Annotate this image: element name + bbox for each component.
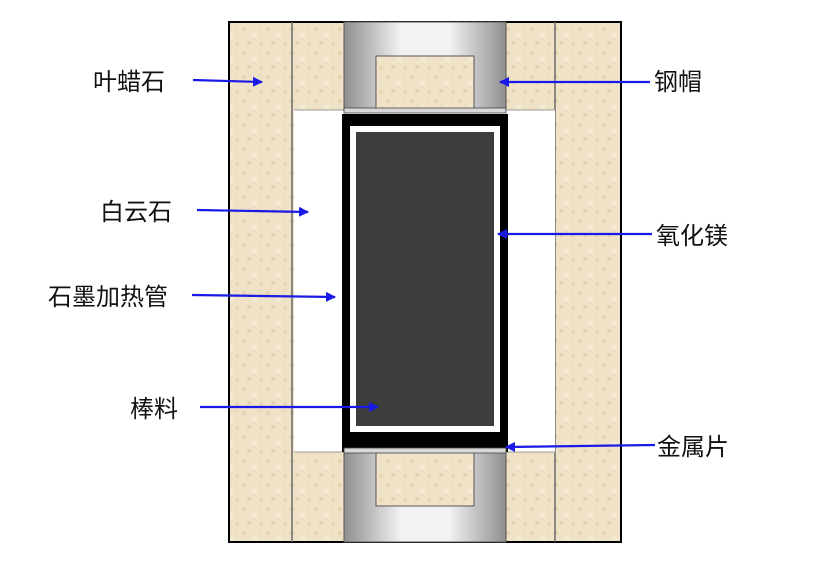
- metal-sheet-bottom: [343, 447, 507, 454]
- callout-arrows: [191, 76, 656, 452]
- label-pyrophyllite: 叶蜡石: [93, 68, 165, 96]
- metal-sheet-top: [343, 107, 507, 114]
- label-magnesium-oxide: 氧化镁: [656, 222, 728, 250]
- arrow-metal-sheet: [505, 441, 656, 452]
- label-metal-sheet: 金属片: [657, 433, 729, 461]
- arrow-graphite-heater: [191, 291, 336, 302]
- arrow-dolomite: [196, 206, 309, 217]
- arrow-pyrophyllite: [192, 76, 263, 87]
- steel-cap-bottom: [343, 451, 507, 543]
- label-steel-cap: 钢帽: [654, 68, 702, 96]
- steel-cap-top: [343, 21, 507, 111]
- label-sample-rod: 棒料: [130, 395, 178, 423]
- graphite-heater-tube: [342, 114, 508, 452]
- sample-rod: [356, 132, 494, 426]
- label-dolomite: 白云石: [100, 198, 172, 226]
- label-graphite-heater: 石墨加热管: [48, 283, 168, 311]
